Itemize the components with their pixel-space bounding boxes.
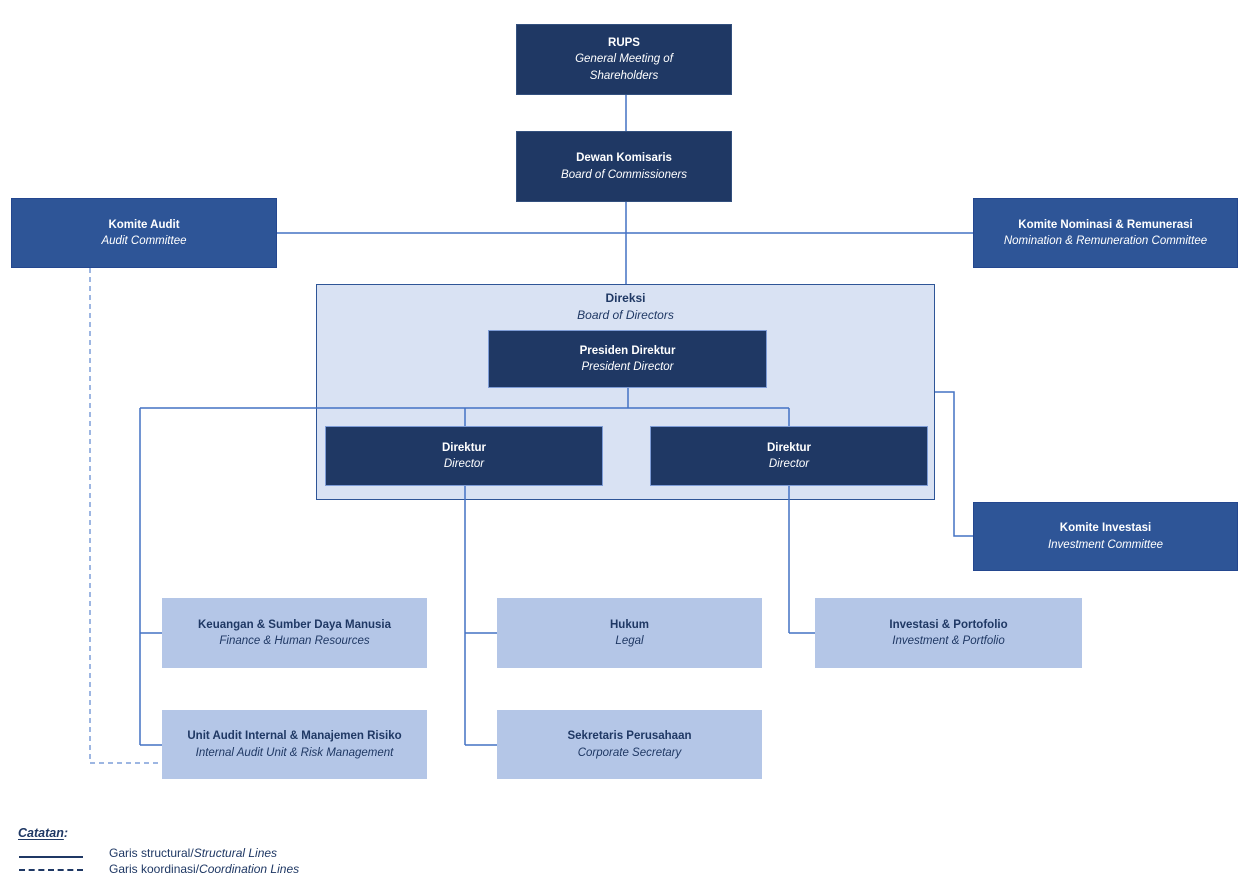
legend-item-structural: Garis structural/Structural Lines [109,846,277,862]
org-node-direktur-2: Direktur Director [650,426,928,486]
node-subtitle: Director [768,458,810,470]
node-title: Direktur [441,441,487,454]
node-subtitle: Internal Audit Unit & Risk Management [195,746,394,759]
node-subtitle: Investment & Portfolio [892,635,1005,647]
node-title: Dewan Komisaris [576,152,672,165]
legend-label-text-italic: Coordination Lines [199,862,300,876]
org-node-keuangan-sdm: Keuangan & Sumber Daya Manusia Finance &… [162,598,427,668]
node-title: Komite Audit [108,218,180,231]
legend-heading-colon: : [63,826,69,840]
org-node-sekretaris-perusahaan: Sekretaris Perusahaan Corporate Secretar… [497,710,762,779]
coordination-connector-line [89,268,162,764]
org-node-hukum: Hukum Legal [497,598,762,668]
legend-heading-word: Catatan [18,826,64,840]
node-title: Hukum [610,618,649,631]
legend-heading: Catatan: [18,826,68,840]
node-subtitle: Finance & Human Resources [219,635,370,647]
org-group-direksi-title: Direksi Board of Directors [317,290,934,324]
node-title: Sekretaris Perusahaan [567,730,692,743]
node-subtitle: Nomination & Remuneration Committee [1003,235,1208,247]
node-subtitle: Board of Commissioners [561,168,687,181]
legend-label-text: Garis koordinasi/ [109,862,200,876]
node-title: Direktur [766,441,812,454]
org-node-rups: RUPS General Meeting of Shareholders [516,24,732,95]
org-node-unit-audit-internal: Unit Audit Internal & Manajemen Risiko I… [162,710,427,779]
node-title: Komite Investasi [1059,522,1152,535]
node-subtitle: Board of Directors [577,307,674,322]
legend-item-coordination: Garis koordinasi/Coordination Lines [109,862,299,878]
node-subtitle: Audit Committee [101,235,187,247]
org-node-komite-audit: Komite Audit Audit Committee [11,198,277,268]
legend-dashed-line-sample [19,869,83,871]
node-subtitle: General Meeting of Shareholders [575,53,673,82]
legend-label-text-italic: Structural Lines [193,846,278,860]
org-node-komite-investasi: Komite Investasi Investment Committee [973,502,1238,571]
node-title: Komite Nominasi & Remunerasi [1018,218,1193,231]
node-title: Unit Audit Internal & Manajemen Risiko [187,730,402,743]
legend-label-text: Garis structural/ [109,846,194,860]
org-node-dewan-komisaris: Dewan Komisaris Board of Commissioners [516,131,732,202]
org-node-direktur-1: Direktur Director [325,426,603,486]
node-title: RUPS [608,37,640,49]
org-node-komite-nominasi-remunerasi: Komite Nominasi & Remunerasi Nomination … [973,198,1238,268]
node-subtitle: President Director [581,361,674,373]
legend-solid-line-sample [19,856,83,858]
node-title: Investasi & Portofolio [889,618,1008,631]
node-subtitle: Director [443,458,485,470]
node-title: Direksi [605,291,646,305]
org-node-investasi-portofolio: Investasi & Portofolio Investment & Port… [815,598,1082,668]
node-subtitle: Legal [615,635,644,647]
org-node-presiden-direktur: Presiden Direktur President Director [488,330,767,388]
node-title: Presiden Direktur [579,344,676,357]
node-subtitle: Corporate Secretary [577,746,682,759]
node-subtitle: Investment Committee [1047,538,1164,551]
node-title: Keuangan & Sumber Daya Manusia [198,618,391,631]
